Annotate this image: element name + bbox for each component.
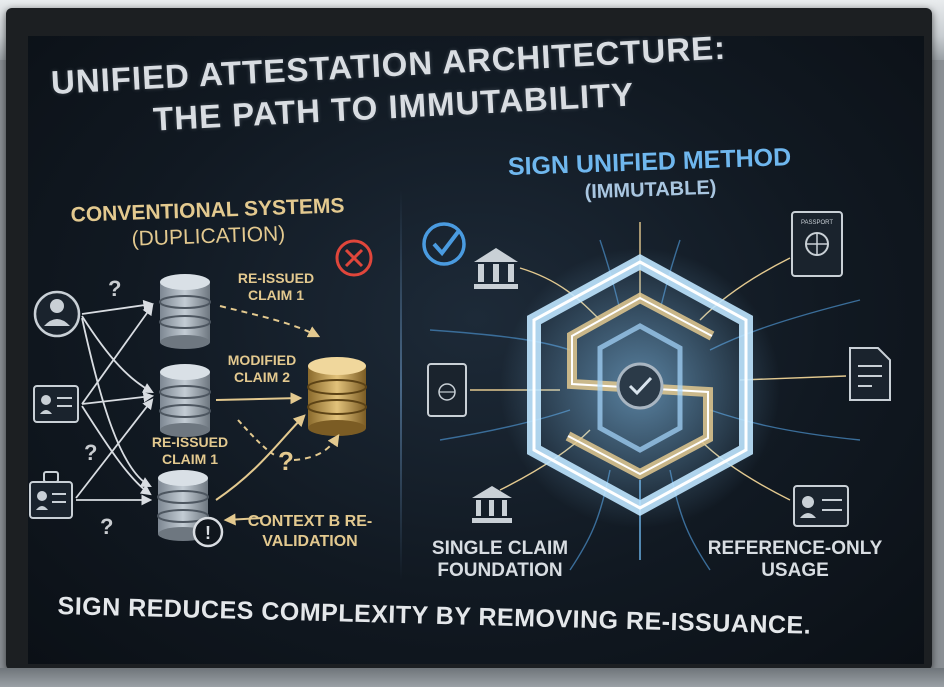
badge-id-icon [30, 472, 72, 518]
label-reissued-claim-mid: RE-ISSUED CLAIM 1 [140, 434, 240, 468]
document-icon [850, 348, 890, 400]
check-circle-icon [424, 224, 464, 264]
alert-mark: ! [205, 523, 211, 543]
red-x-icon [337, 241, 371, 275]
user-avatar-icon [35, 292, 79, 336]
question-mark-4: ? [278, 446, 294, 477]
bank-icon [474, 248, 518, 289]
database-icon-middle [160, 364, 210, 437]
question-mark-2: ? [84, 440, 97, 466]
id-card-icon-right [794, 486, 848, 526]
database-icon-top [160, 274, 210, 349]
gold-database-icon [308, 357, 366, 436]
label-reissued-claim-top: RE-ISSUED CLAIM 1 [226, 270, 326, 304]
bank-icon-bottom [472, 486, 512, 523]
label-reference-only-usage: REFERENCE-ONLY USAGE [690, 538, 900, 582]
question-mark-1: ? [108, 276, 121, 302]
sign-logo-hexagon [500, 248, 780, 528]
id-card-icon [34, 386, 78, 422]
label-context-revalidation: CONTEXT B RE-VALIDATION [240, 512, 380, 552]
left-flow-arrows [76, 304, 152, 500]
passport-icon-left [428, 364, 466, 416]
question-mark-3: ? [100, 514, 113, 540]
passport-label: PASSPORT [801, 220, 833, 226]
label-modified-claim: MODIFIED CLAIM 2 [212, 352, 312, 386]
label-single-claim-foundation: SINGLE CLAIM FOUNDATION [420, 538, 580, 582]
